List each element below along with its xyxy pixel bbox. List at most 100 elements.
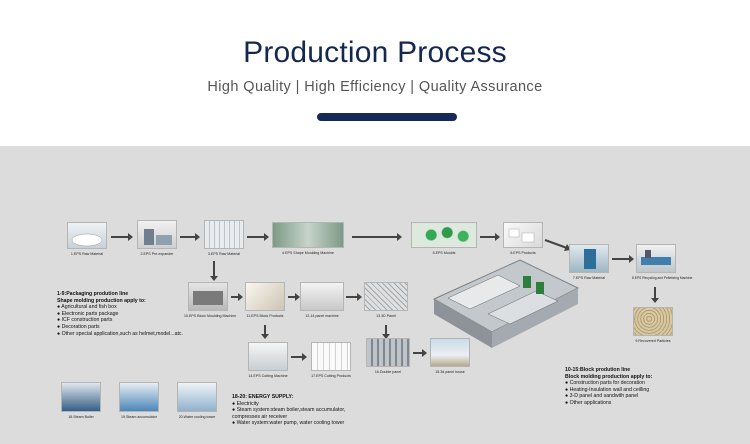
raw-material-image: [67, 222, 107, 249]
note-item: ICF construction parts: [61, 317, 113, 324]
node-caption: 8.EPS Recycling and Pelletizing Machine: [632, 276, 693, 280]
flow-arrow: [111, 233, 133, 241]
products-image: [503, 222, 543, 248]
node-caption: 18.Steam Boiler: [68, 415, 94, 419]
node-3d-panel: 13.3D Panel: [364, 282, 408, 322]
flow-arrow: [180, 233, 200, 241]
moulds-image: [411, 222, 477, 248]
moulding-machine-image: [272, 222, 344, 248]
node-caption: 10.EPS Block Moulding Machine: [184, 314, 237, 318]
flow-arrow: [612, 255, 634, 263]
note-item: Other special application,such as helmet…: [61, 330, 183, 337]
node-steam-accumulator: 19.Steam accumulator: [119, 382, 159, 424]
block-machine-image: [188, 282, 228, 311]
node-caption: 20.Water cooling tower: [178, 415, 216, 419]
note-item: Construction parts for decoration: [569, 380, 645, 387]
energy-supply-note: 18-20: ENERGY SUPPLY: ● Electricity ● St…: [232, 394, 367, 427]
node-block-products: 11.EPS Block Products: [245, 282, 285, 322]
panel-machine-image: [300, 282, 344, 311]
node-eps-raw-material-1: 1.EPS Raw Material: [67, 222, 107, 260]
node-block-moulding-machine: 10.EPS Block Moulding Machine: [184, 282, 236, 322]
cutting-machine-image: [248, 342, 288, 371]
note-title: 18-20: ENERGY SUPPLY:: [232, 394, 294, 400]
note-item: Water system:water pump, water cooling t…: [236, 420, 345, 427]
node-shape-moulding-machine: 4.EPS Shape Moulding Machine: [272, 222, 344, 258]
note-item: Electronic parts package: [61, 310, 119, 317]
cooling-tower-image: [177, 382, 217, 412]
machine-icon: [584, 249, 596, 269]
node-caption: 1.EPS Raw Material: [70, 252, 104, 256]
note-item: Steam system:steam boiler,steam accumula…: [232, 407, 346, 420]
node-caption: 2.EPS Pre-expander: [140, 252, 174, 256]
flow-arrow: [247, 233, 269, 241]
production-process-diagram: 1.EPS Raw Material 2.EPS Pre-expander 3.…: [0, 146, 750, 444]
flow-arrow: [480, 233, 500, 241]
node-eps-raw-material-7: 7.EPS Raw Material: [569, 244, 609, 284]
flow-arrow: [352, 233, 402, 241]
node-caption: 3.EPS Raw Material: [207, 252, 241, 256]
note-item: Agricultural and fish box: [61, 304, 117, 311]
flow-arrow: [382, 325, 390, 339]
node-recycling-pelletizing-machine: 8.EPS Recycling and Pelletizing Machine: [632, 244, 692, 284]
pre-expander-image: [137, 220, 177, 249]
node-steam-boiler: 18.Steam Boiler: [61, 382, 101, 424]
note-title: 1-9:Packaging prodution line: [57, 291, 129, 297]
particles-image: [633, 307, 673, 336]
machine-icon: [641, 250, 671, 265]
node-caption: 12-14 panel machine: [305, 314, 339, 318]
node-eps-raw-material-3: 3.EPS Raw Material: [204, 220, 244, 260]
note-item: Electricity: [236, 400, 259, 407]
panel-house-image: [430, 338, 470, 367]
page-subtitle: High Quality | High Efficiency | Quality…: [207, 79, 543, 95]
steam-accumulator-image: [119, 382, 159, 412]
title-underline-bar: [317, 113, 457, 121]
flow-arrow: [261, 325, 269, 339]
node-caption: 17.EPS Cutting Products: [311, 374, 351, 378]
block-products-image: [245, 282, 285, 311]
page-title: Production Process: [243, 36, 507, 69]
node-recovered-particles: 9.Recovered Particles: [633, 307, 673, 347]
recycling-machine-image: [636, 244, 676, 273]
node-pre-expander: 2.EPS Pre-expander: [137, 220, 177, 260]
node-eps-moulds: 5.EPS Moulds: [411, 222, 477, 258]
3d-panel-image: [364, 282, 408, 311]
node-eps-products: 6.EPS Products: [503, 222, 543, 258]
flow-arrow: [291, 353, 307, 361]
flow-arrow: [346, 293, 362, 301]
raw-material-machine-image: [569, 244, 609, 273]
node-caption: 16.Double panel: [374, 370, 402, 374]
node-double-panel: 16.Double panel: [366, 338, 410, 378]
silo-image: [204, 220, 244, 249]
node-caption: 11.EPS Block Products: [246, 314, 284, 318]
node-caption: 9.Recovered Particles: [635, 339, 671, 343]
node-caption: 14.EPS Cutting Machine: [248, 374, 288, 378]
packaging-line-note: 1-9:Packaging prodution line Shape moldi…: [57, 291, 183, 337]
flow-arrow: [651, 287, 659, 303]
node-panel-machine: 12-14 panel machine: [300, 282, 344, 322]
flow-arrow: [231, 293, 243, 301]
node-cutting-machine: 14.EPS Cutting Machine: [248, 342, 288, 382]
node-caption: 4.EPS Shape Moulding Machine: [282, 251, 334, 255]
boxes-icon: [508, 228, 535, 243]
node-water-cooling-tower: 20.Water cooling tower: [177, 382, 217, 424]
note-subtitle: Shape molding production apply to:: [57, 297, 146, 304]
page-header: Production Process High Quality | High E…: [0, 0, 750, 146]
note-subtitle: Block molding production apply to:: [565, 373, 653, 380]
node-caption: 13.3D Panel: [376, 314, 396, 318]
node-cutting-products: 17.EPS Cutting Products: [311, 342, 351, 382]
block-line-note: 10-15:Block prodution line Block molding…: [565, 367, 653, 406]
cutting-products-image: [311, 342, 351, 371]
node-caption: 6.EPS Products: [510, 251, 536, 255]
node-caption: 7.EPS Raw Material: [572, 276, 606, 280]
flow-arrow: [288, 293, 300, 301]
bag-icon: [71, 233, 103, 247]
note-title: 10-15:Block prodution line: [565, 367, 631, 373]
node-3d-panel-house: 15.3d panel house: [430, 338, 470, 378]
machine-icon: [193, 291, 223, 305]
note-item: Heating-Insulation wall and ceilling: [569, 386, 650, 393]
note-item: Decoration parts: [61, 323, 100, 330]
node-caption: 15.3d panel house: [435, 370, 465, 374]
flow-arrow: [413, 349, 427, 357]
node-caption: 19.Steam accumulator: [121, 415, 157, 419]
flow-arrow: [210, 261, 218, 281]
